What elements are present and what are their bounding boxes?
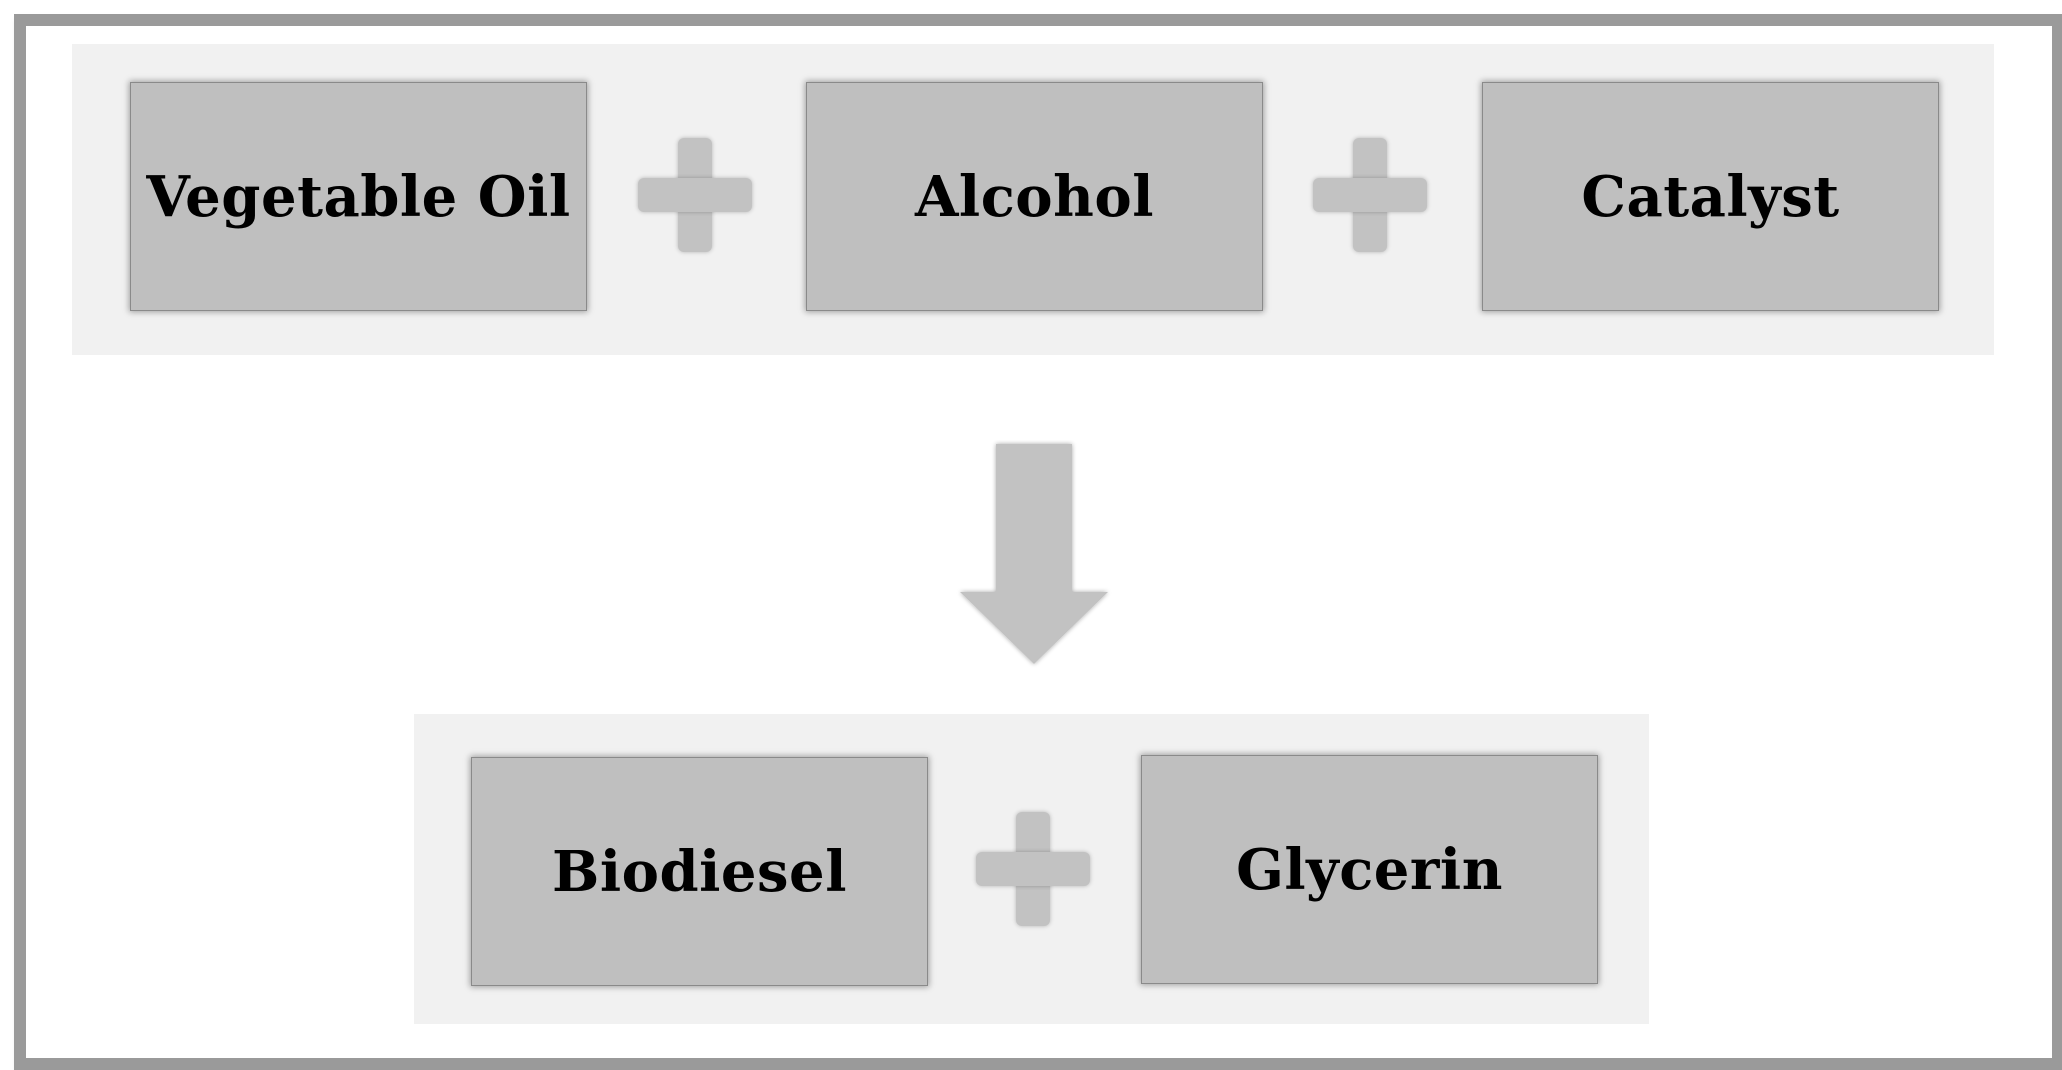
product-box-glycerin: Glycerin [1141, 755, 1598, 984]
reactant-label: Alcohol [914, 163, 1154, 230]
product-box-biodiesel: Biodiesel [471, 757, 928, 986]
reactant-box-vegetable-oil: Vegetable Oil [130, 82, 587, 311]
reactant-label: Vegetable Oil [146, 163, 571, 230]
product-label: Glycerin [1236, 836, 1503, 903]
down-arrow-icon [960, 444, 1108, 664]
plus-icon [638, 138, 752, 252]
plus-icon [1313, 138, 1427, 252]
product-label: Biodiesel [552, 838, 847, 905]
reactant-box-catalyst: Catalyst [1482, 82, 1939, 311]
plus-icon [976, 812, 1090, 926]
reactant-box-alcohol: Alcohol [806, 82, 1263, 311]
reactant-label: Catalyst [1581, 163, 1840, 230]
